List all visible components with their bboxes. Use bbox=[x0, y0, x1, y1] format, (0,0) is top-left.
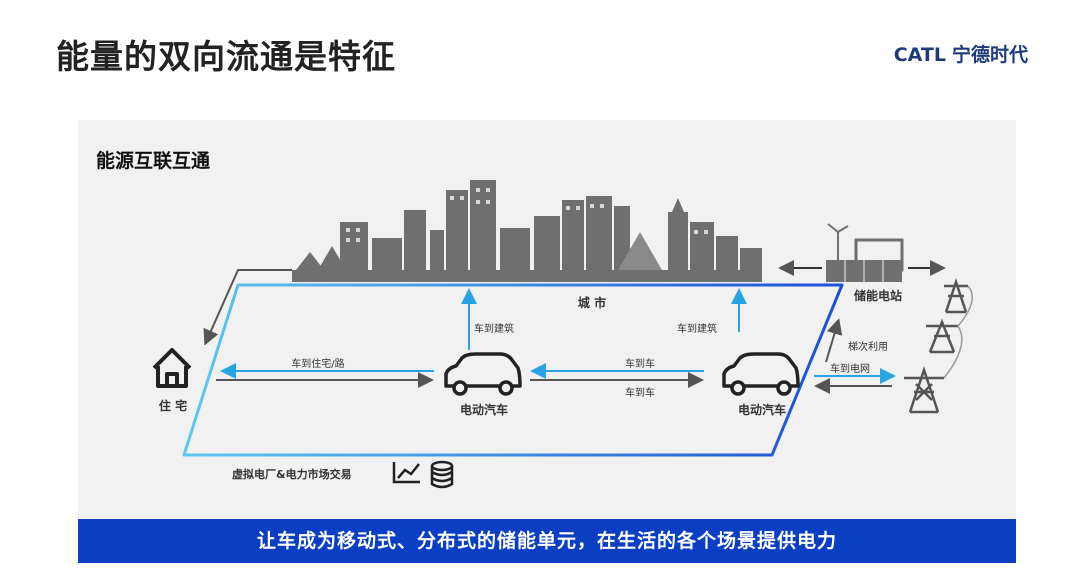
second-life-arrow bbox=[825, 318, 843, 363]
home-label: 住 宅 bbox=[159, 398, 187, 413]
house-icon bbox=[152, 348, 192, 388]
ev-right-label: 电动汽车 bbox=[738, 402, 786, 417]
bottom-banner: 让车成为移动式、分布式的储能单元，在生活的各个场景提供电力 bbox=[78, 519, 1016, 563]
v2h-label: 车到住宅/路 bbox=[291, 357, 344, 370]
v2g-label: 车到电网 bbox=[830, 362, 870, 375]
v2b-right-label: 车到建筑 bbox=[677, 322, 717, 335]
storage-station-icon bbox=[826, 223, 904, 282]
city-skyline-icon bbox=[292, 180, 762, 282]
power-tower-icon bbox=[904, 278, 973, 414]
logo-text-en: CATL bbox=[893, 44, 946, 66]
second-life-label: 梯次利用 bbox=[848, 340, 888, 353]
vpp-label: 虚拟电厂&电力市场交易 bbox=[232, 467, 352, 481]
energy-loop bbox=[182, 283, 844, 457]
ev-left-icon bbox=[444, 352, 522, 396]
logo-text-cn: 宁德时代 bbox=[951, 44, 1028, 66]
v2v-bottom-label: 车到车 bbox=[625, 386, 655, 399]
ev-right-icon bbox=[722, 352, 800, 396]
coins-icon bbox=[430, 460, 454, 489]
city-label: 城 市 bbox=[578, 295, 606, 310]
storage-label: 储能电站 bbox=[854, 288, 902, 303]
ev-left-label: 电动汽车 bbox=[460, 402, 508, 417]
panel-title: 能源互联互通 bbox=[96, 150, 211, 172]
v2b-left-label: 车到建筑 bbox=[474, 322, 514, 335]
page-title: 能量的双向流通是特征 bbox=[56, 37, 396, 76]
chart-trend-icon bbox=[392, 462, 420, 484]
city-to-home-arrow bbox=[203, 269, 292, 346]
diagram-panel bbox=[78, 120, 1016, 520]
v2v-top-label: 车到车 bbox=[625, 357, 655, 370]
